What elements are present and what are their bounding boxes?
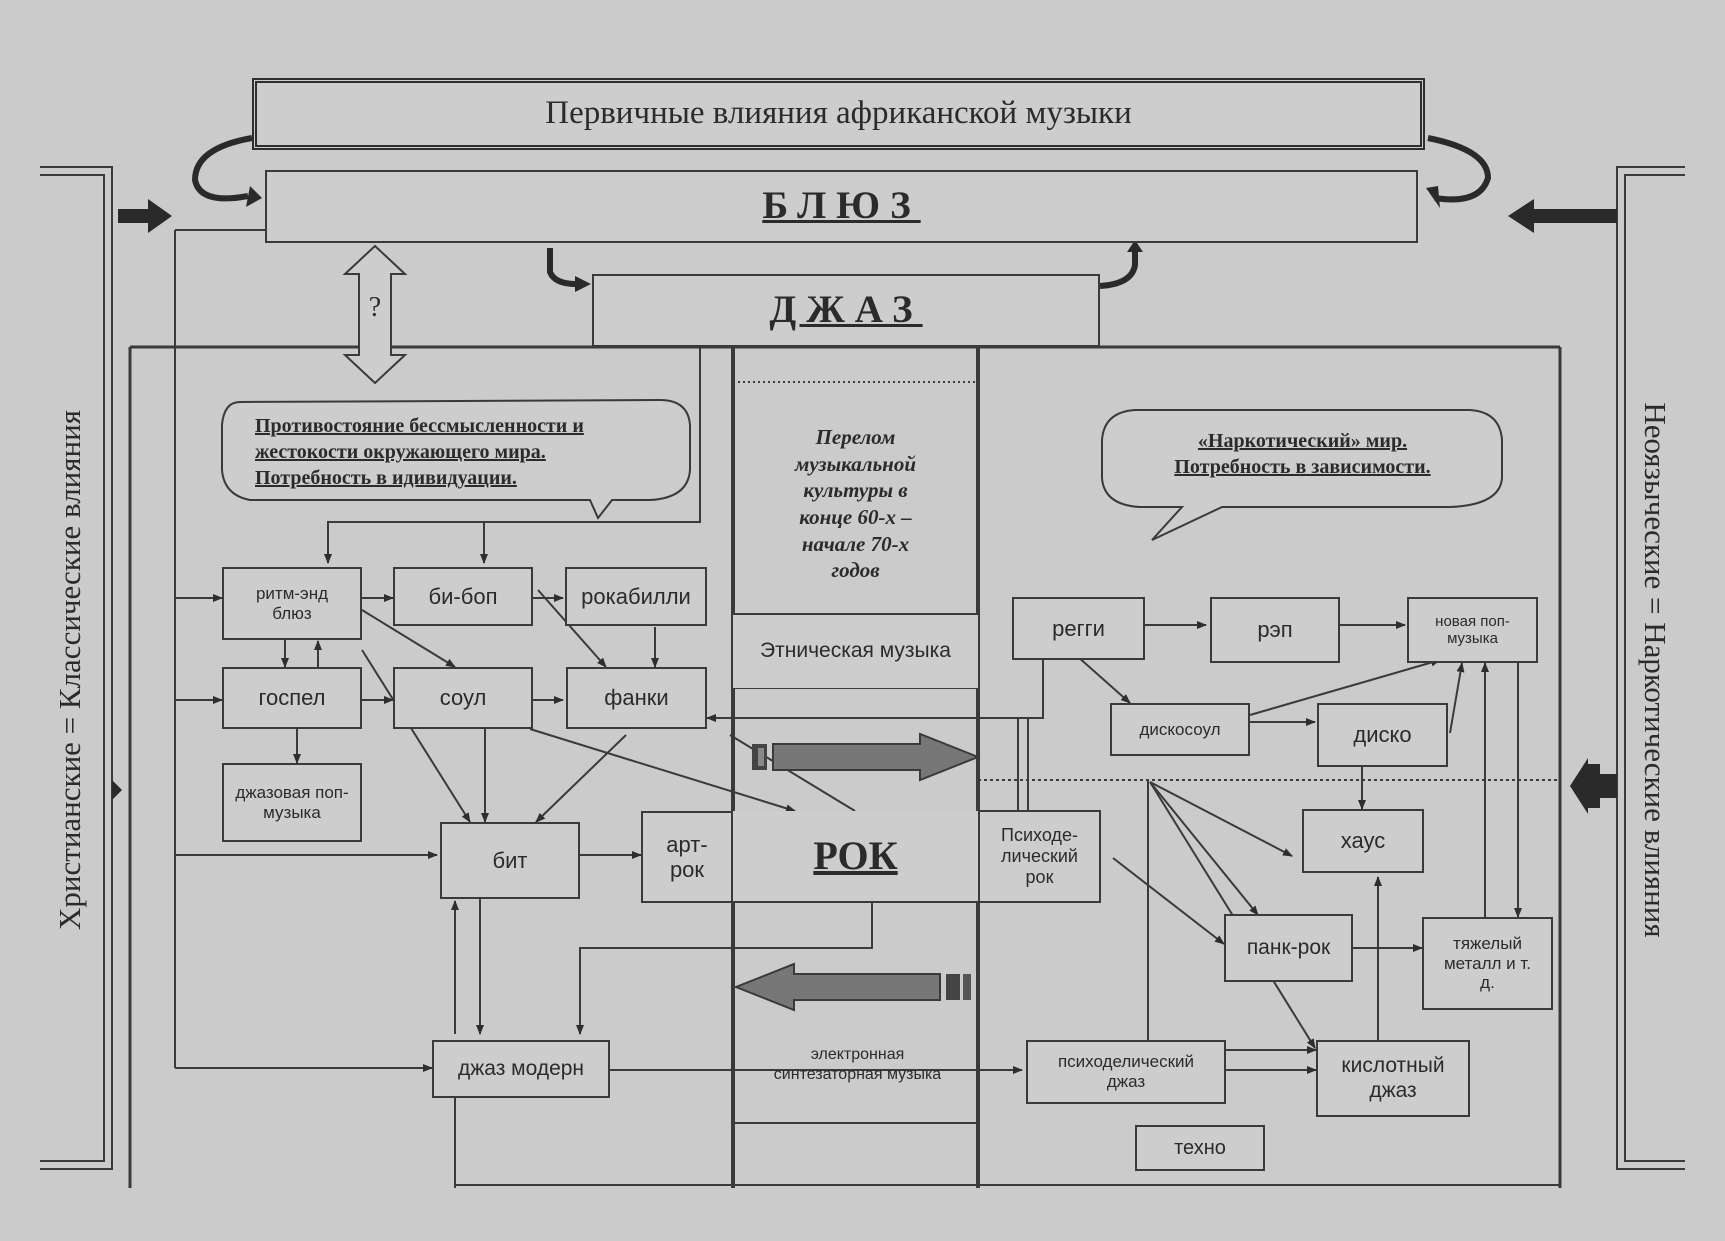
soul-label: соул bbox=[439, 685, 487, 711]
center-line-4: конце 60-х – bbox=[799, 504, 912, 529]
disco-soul-label: дискосоул bbox=[1139, 719, 1221, 739]
techno-label: техно bbox=[1174, 1136, 1226, 1159]
rap-box: рэп bbox=[1210, 597, 1340, 663]
reggae-box: регги bbox=[1012, 597, 1145, 660]
double-arrow-shape bbox=[342, 244, 408, 385]
soul-box: соул bbox=[393, 667, 533, 729]
blues-label: БЛЮЗ bbox=[762, 184, 921, 228]
primary-influences-label: Первичные влияния африканской музыки bbox=[545, 95, 1132, 132]
beat-box: бит bbox=[440, 822, 580, 899]
rockabilly-label: рокабилли bbox=[581, 583, 691, 609]
bubble-right-text: «Наркотический» мир. Потребность в завис… bbox=[1115, 428, 1490, 480]
disco-soul-box: дискосоул bbox=[1110, 703, 1250, 756]
modern-jazz-box: джаз модерн bbox=[432, 1040, 610, 1098]
rhythm-and-blues-box: ритм-энд блюз bbox=[222, 567, 362, 640]
bubble-left-line-2: жестокости окружающего мира. bbox=[255, 441, 546, 463]
psychedelic-jazz-label: психоделический джаз bbox=[1057, 1052, 1195, 1091]
bubble-left-line-3: Потребность в идивидуации. bbox=[255, 467, 517, 489]
house-box: хаус bbox=[1302, 809, 1424, 873]
bubble-left-line-1: Противостояние бессмысленности и bbox=[255, 415, 584, 437]
bebop-label: би-боп bbox=[428, 583, 498, 609]
punk-rock-box: панк-рок bbox=[1224, 914, 1353, 982]
center-line-5: начале 70-х bbox=[801, 531, 910, 556]
funk-box: фанки bbox=[566, 667, 707, 729]
acid-jazz-label: кислотный джаз bbox=[1341, 1054, 1445, 1102]
jazz-pop-label: джазовая поп-музыка bbox=[235, 782, 349, 822]
beat-label: бит bbox=[492, 847, 528, 873]
center-turning-point-text: Перелом музыкальной культуры в конце 60-… bbox=[748, 424, 963, 584]
primary-influences-box: Первичные влияния африканской музыки bbox=[252, 78, 1425, 150]
bubble-right-line-2: Потребность в зависимости. bbox=[1174, 456, 1431, 478]
bubble-left-shape bbox=[221, 398, 691, 520]
disco-label: диско bbox=[1353, 722, 1412, 748]
bubble-right-shape bbox=[1101, 409, 1503, 541]
reggae-label: регги bbox=[1052, 615, 1105, 641]
disco-box: диско bbox=[1317, 703, 1448, 767]
rock-label: РОК bbox=[813, 833, 898, 878]
heavy-metal-box: тяжелый металл и т. д. bbox=[1422, 917, 1553, 1010]
funk-label: фанки bbox=[604, 685, 669, 711]
modern-jazz-label: джаз модерн bbox=[457, 1056, 585, 1080]
electronic-music-text: электронная синтезаторная музыка bbox=[740, 1045, 975, 1085]
electronic-line-1: электронная bbox=[810, 1046, 905, 1063]
left-side-caption: Христианские = Классические влияния bbox=[52, 410, 87, 930]
bubble-left-text: Противостояние бессмысленности и жестоко… bbox=[255, 413, 675, 491]
new-pop-label: новая поп-музыка bbox=[1435, 612, 1510, 647]
center-line-3: культуры в bbox=[803, 478, 908, 503]
heavy-metal-label: тяжелый металл и т. д. bbox=[1443, 934, 1532, 993]
rhythm-and-blues-label: ритм-энд блюз bbox=[255, 583, 329, 623]
jazz-label: ДЖАЗ bbox=[769, 288, 923, 332]
center-line-2: музыкальной bbox=[794, 451, 917, 476]
new-pop-box: новая поп-музыка bbox=[1407, 597, 1538, 663]
punk-rock-label: панк-рок bbox=[1246, 935, 1331, 959]
right-side-caption: Неоязычеcкие = Наркотические влияния bbox=[1638, 402, 1673, 938]
center-line-1: Перелом bbox=[815, 425, 896, 449]
rockabilly-box: рокабилли bbox=[565, 567, 707, 626]
acid-jazz-box: кислотный джаз bbox=[1316, 1040, 1470, 1117]
blues-box: БЛЮЗ bbox=[265, 170, 1418, 243]
rock-box: РОК bbox=[733, 811, 978, 903]
rap-label: рэп bbox=[1257, 617, 1293, 643]
art-rock-label: арт-рок bbox=[666, 831, 708, 882]
psychedelic-rock-label: Психоде-лический рок bbox=[1001, 825, 1078, 887]
psychedelic-rock-box: Психоде-лический рок bbox=[978, 810, 1101, 903]
psychedelic-jazz-box: психоделический джаз bbox=[1026, 1040, 1226, 1104]
ethnic-music-label: Этническая музыка bbox=[760, 639, 951, 663]
question-mark-label: ? bbox=[368, 292, 382, 323]
house-label: хаус bbox=[1340, 828, 1386, 854]
electronic-line-2: синтезаторная музыка bbox=[773, 1066, 942, 1083]
center-line-6: годов bbox=[831, 558, 880, 583]
jazz-box: ДЖАЗ bbox=[592, 274, 1100, 347]
bebop-box: би-боп bbox=[393, 567, 533, 626]
bubble-right-line-1: «Наркотический» мир. bbox=[1197, 430, 1408, 452]
gospel-box: госпел bbox=[222, 667, 362, 729]
gospel-label: госпел bbox=[258, 685, 326, 711]
techno-box: техно bbox=[1135, 1125, 1265, 1171]
art-rock-box: арт-рок bbox=[641, 811, 733, 903]
ethnic-music-box: Этническая музыка bbox=[733, 613, 978, 688]
jazz-pop-box: джазовая поп-музыка bbox=[222, 763, 362, 842]
